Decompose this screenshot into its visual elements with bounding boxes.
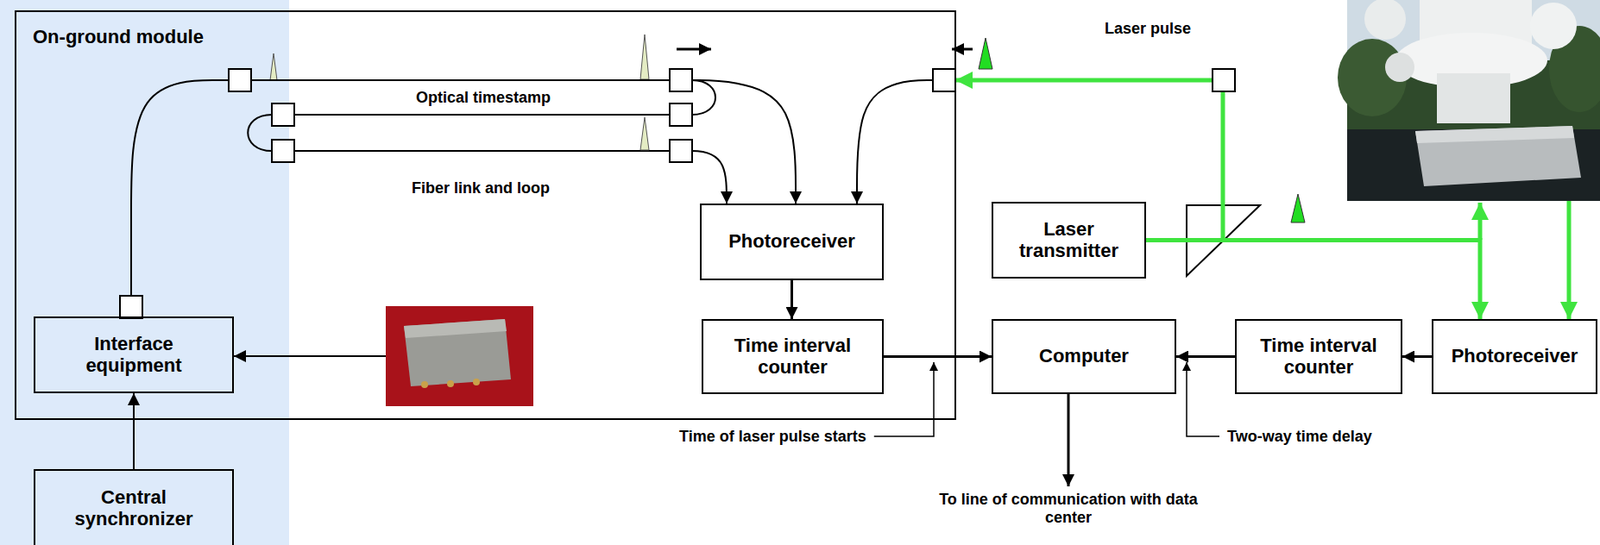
- laser-beam: [1478, 202, 1483, 240]
- process-box: Photoreceiver: [1431, 319, 1598, 395]
- device-connector: [421, 381, 429, 389]
- laser-pulse: [1291, 194, 1305, 223]
- fiber-port: [669, 103, 693, 126]
- connector-line: [692, 80, 796, 204]
- process-box: Central synchronizer: [33, 469, 234, 545]
- device-connector: [447, 380, 454, 388]
- module-title: On-ground module: [32, 26, 204, 48]
- optical-pulse: [270, 53, 278, 81]
- box-label: Laser transmitter: [1004, 219, 1134, 262]
- box-label: Photoreceiver: [728, 231, 856, 253]
- leader-line: [1186, 362, 1220, 437]
- annotation-label: Optical timestamp: [413, 88, 554, 108]
- fiber-loop: [247, 114, 272, 152]
- connector: [791, 280, 793, 320]
- connector: [1176, 356, 1235, 358]
- fiber-port: [1212, 69, 1235, 92]
- connector-line: [856, 80, 933, 204]
- box-label: Central synchronizer: [60, 487, 208, 530]
- process-box: Laser transmitter: [991, 201, 1147, 279]
- connector: [883, 356, 992, 358]
- instrument-lid: [1415, 125, 1575, 144]
- box-label: Computer: [1039, 346, 1129, 368]
- connector-line: [228, 79, 693, 82]
- fiber-line: [692, 151, 727, 204]
- telescope-column: [1436, 73, 1511, 124]
- connector-line: [1176, 355, 1235, 359]
- annotation-label: Fiber link and loop: [409, 178, 553, 199]
- direction-arrow: [676, 48, 712, 51]
- optical-pulse: [640, 117, 649, 151]
- annotation-label: Laser pulse: [1102, 18, 1194, 39]
- telescope-dome: [1530, 2, 1577, 50]
- connector: [1402, 356, 1432, 358]
- annotation-label: To line of communication with data cente…: [932, 490, 1205, 528]
- connector-line: [1146, 240, 1481, 321]
- fiber-loop: [692, 80, 716, 115]
- process-box: Time interval counter: [1234, 319, 1403, 395]
- connector-line: [132, 393, 135, 470]
- fiber-port: [932, 69, 956, 92]
- fiber-line: [294, 150, 670, 152]
- optical-pulse: [640, 34, 649, 80]
- device-photo: [385, 306, 534, 407]
- fiber-line: [294, 113, 670, 116]
- fiber-port: [669, 69, 693, 92]
- box-label: Time interval counter: [719, 335, 867, 378]
- laser-beam: [1567, 201, 1572, 320]
- box-label: Interface equipment: [60, 333, 208, 377]
- signal-arrow: [233, 355, 386, 358]
- ground-band: [0, 0, 290, 545]
- connector: [1146, 240, 1481, 321]
- connector-line: [883, 355, 992, 359]
- fiber-port: [271, 103, 295, 126]
- instrument-box: [1415, 125, 1582, 187]
- telescope-dome: [1385, 52, 1415, 82]
- signal-arrow: [1067, 394, 1071, 487]
- annotation-label: Time of laser pulse starts: [676, 427, 870, 448]
- connector: [131, 80, 796, 317]
- device-lid: [403, 319, 507, 339]
- connector-line: [131, 80, 229, 317]
- box-label: Photoreceiver: [1451, 346, 1579, 368]
- box-label: Time interval counter: [1245, 335, 1393, 378]
- module-frame: On-ground moduleInterface equipment Photo…: [14, 10, 957, 421]
- process-box: Computer: [991, 319, 1177, 395]
- device-box: [403, 319, 511, 387]
- fiber-port: [669, 139, 693, 163]
- connector-line: [790, 280, 794, 320]
- process-box: Photoreceiver: [699, 203, 884, 281]
- process-box: Time interval counter: [701, 319, 884, 395]
- process-box: Interface equipment: [33, 316, 234, 394]
- fiber-port: [228, 69, 252, 92]
- fiber-port: [119, 296, 143, 319]
- device-connector: [472, 378, 480, 386]
- annotation-label: Two-way time delay: [1224, 427, 1375, 448]
- laser-pulse: [978, 37, 993, 70]
- fiber-port: [271, 139, 295, 163]
- connector-line: [1402, 355, 1432, 359]
- connector: [133, 393, 135, 470]
- telescope-dome: [1364, 0, 1406, 40]
